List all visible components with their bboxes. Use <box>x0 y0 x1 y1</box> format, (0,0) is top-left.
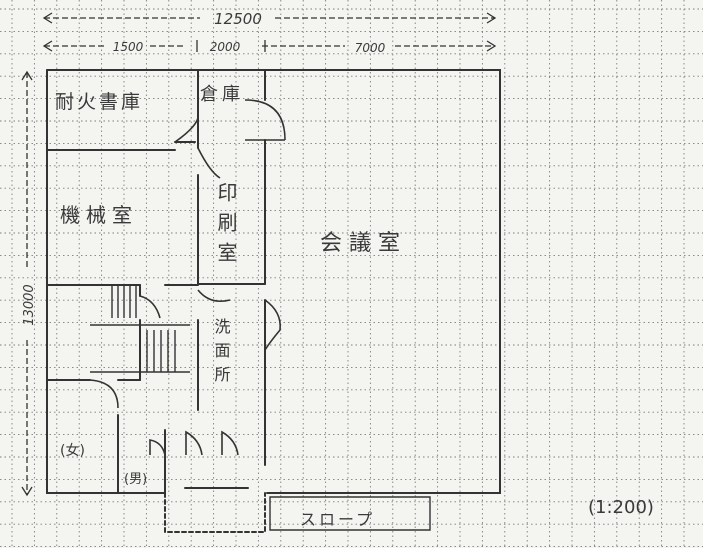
dim-seg3-label: 7000 <box>355 41 386 55</box>
stair-treads-lower <box>139 330 176 372</box>
print-room-door-bottom <box>197 289 231 303</box>
room-fireproof-archive: 耐火書庫 <box>55 91 143 113</box>
dim-total-arrow-left <box>42 12 53 24</box>
print-room-door-top <box>197 147 221 179</box>
slope-label: スロープ <box>300 510 375 529</box>
dim-height-label: 13000 <box>22 284 37 325</box>
wc-door-left <box>185 430 203 456</box>
machine-room-door <box>139 295 161 319</box>
room-machine: 機械室 <box>60 203 138 227</box>
dimension-lines <box>21 12 497 497</box>
wc-door-right <box>221 430 239 456</box>
archive-door <box>174 117 199 143</box>
stairs <box>90 285 190 373</box>
dim-seg2-label: 2000 <box>210 40 241 54</box>
room-toilet-male: (男) <box>124 472 147 487</box>
storage-door <box>244 99 286 141</box>
slope-box <box>269 496 431 531</box>
washroom-door <box>264 299 282 351</box>
dim-height-arrows <box>21 70 33 497</box>
slope-outline <box>164 492 266 533</box>
dim-seg-arrows <box>42 40 497 52</box>
toilet-door <box>149 439 166 456</box>
stair-treads-upper <box>111 285 137 318</box>
room-conference: 会議室 <box>320 231 407 256</box>
room-print: 印刷室 <box>214 182 238 272</box>
stair-door <box>89 379 119 409</box>
stair-landing <box>90 324 190 373</box>
dim-total-label: 12500 <box>214 10 262 28</box>
room-washroom: 洗面所 <box>212 318 231 390</box>
scale-label: (1:200) <box>588 497 654 518</box>
room-toilet-female: (女) <box>60 442 85 459</box>
dim-seg1-label: 1500 <box>113 40 144 54</box>
outer-wall <box>46 69 501 494</box>
doors <box>89 99 286 456</box>
dim-total-arrow-right <box>486 12 497 24</box>
walls <box>46 69 501 533</box>
outer-wall-left <box>46 69 166 494</box>
room-storage: 倉庫 <box>200 84 244 105</box>
